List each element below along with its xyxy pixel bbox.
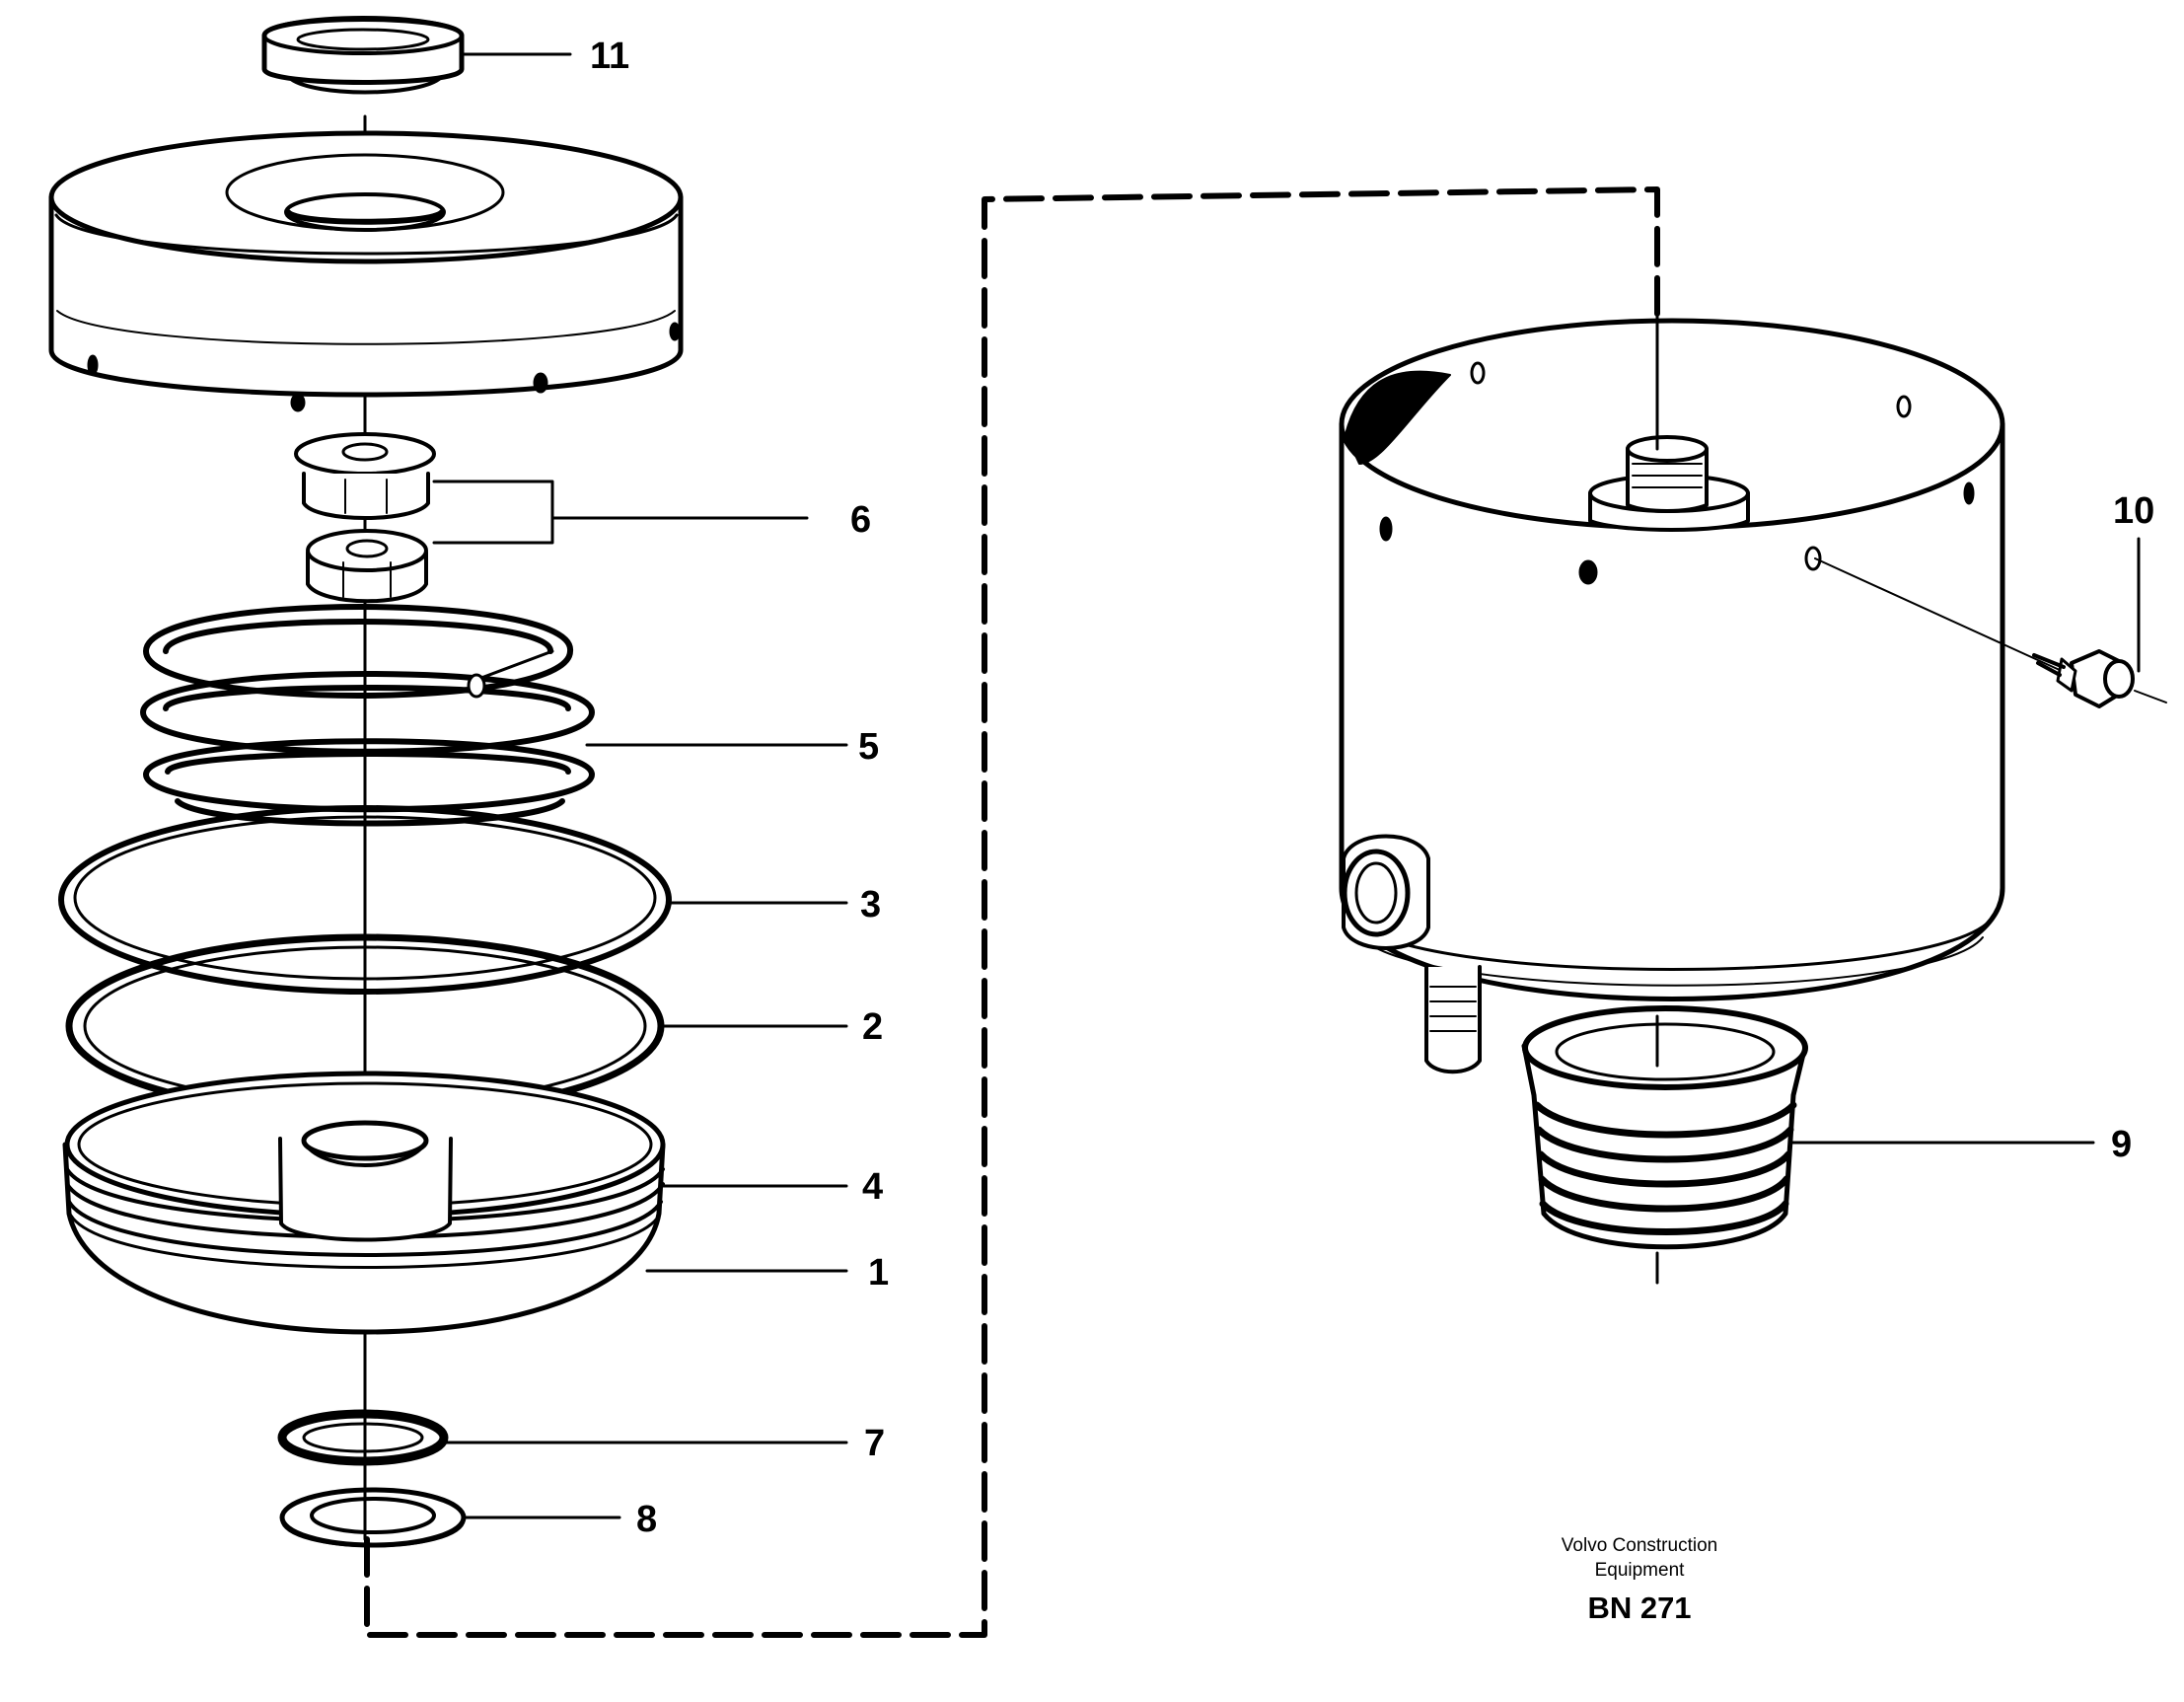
caption-equipment: Equipment [1595, 1560, 1686, 1581]
washer-part-8 [279, 1487, 467, 1548]
callout-4: 4 [862, 1166, 883, 1208]
callout-3: 3 [860, 884, 881, 925]
screw-part-10 [1814, 557, 2167, 708]
callout-leaders [440, 52, 2141, 1519]
callout-8: 8 [636, 1499, 657, 1540]
callout-2: 2 [862, 1006, 883, 1048]
bowl-part-1 [62, 1071, 666, 1335]
caption: Volvo Construction Equipment BN 271 [1562, 1535, 1717, 1625]
caption-code: BN 271 [1587, 1591, 1691, 1625]
top-cover [48, 130, 684, 412]
callout-9: 9 [2111, 1124, 2132, 1165]
ring-part-3 [58, 805, 672, 995]
callout-1: 1 [868, 1252, 889, 1294]
cap-seal-part-11 [261, 16, 465, 95]
threaded-insert-part-9 [1521, 1005, 1808, 1285]
dashed-connector [364, 186, 1660, 1638]
callout-10: 10 [2113, 490, 2154, 532]
ring-part-7 [277, 1409, 449, 1466]
caption-company: Volvo Construction [1562, 1535, 1717, 1556]
callout-labels: 11 6 5 3 2 4 1 7 8 9 10 [590, 36, 2154, 1540]
housing [1339, 314, 2005, 1074]
spring-part-5 [140, 604, 595, 827]
callout-5: 5 [858, 726, 879, 768]
callout-6: 6 [850, 499, 871, 541]
callout-11: 11 [590, 36, 629, 77]
nuts-part-6 [294, 432, 809, 604]
callout-7: 7 [864, 1423, 885, 1464]
